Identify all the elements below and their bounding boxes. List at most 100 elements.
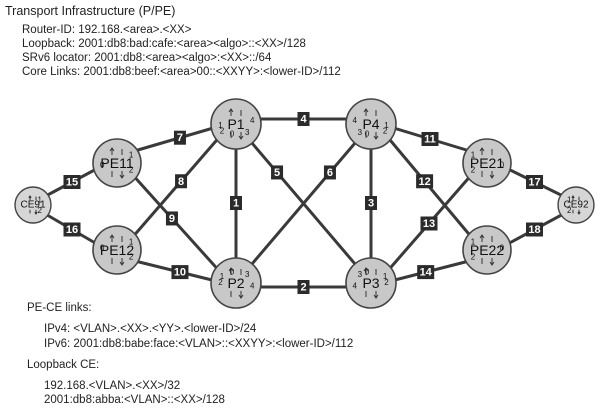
link-badge-12: 12: [416, 174, 434, 189]
port-label: 4: [353, 116, 358, 125]
router-id-text: Router-ID: 192.168.<area>.<XX>: [22, 24, 192, 36]
port-label: 1: [384, 121, 389, 130]
node-label: P2: [227, 275, 244, 291]
router-arrows-icon: [109, 234, 125, 266]
node-label: P4: [362, 116, 379, 132]
link-badge-9: 9: [165, 211, 178, 226]
link-number: 2: [300, 282, 306, 294]
link-number: 16: [66, 224, 78, 236]
port-label: 4: [353, 281, 358, 290]
core-links-text: Core Links: 2001:db8:beef:<area>00::<XXY…: [22, 66, 341, 78]
link-6: [244, 134, 363, 273]
node-label: PE21: [470, 155, 504, 171]
router-arrows-icon: [228, 108, 244, 140]
port-label: 3: [245, 128, 250, 137]
link-number: 15: [66, 177, 78, 189]
link-badge-1: 1: [230, 196, 242, 210]
link-badge-5: 5: [271, 165, 284, 180]
node-label: P3: [362, 275, 379, 291]
link-number: 14: [420, 267, 433, 279]
link-badge-11: 11: [421, 132, 439, 146]
router-arrows-icon: [363, 267, 379, 299]
router-arrows-icon: [228, 267, 244, 299]
link-badge-8: 8: [175, 174, 188, 189]
loopback-ce-title: Loopback CE:: [27, 359, 100, 371]
node-label: CE92: [563, 200, 588, 211]
port-label: 3: [358, 270, 363, 279]
port-label: 2: [38, 206, 43, 215]
port-label: 0: [100, 161, 105, 170]
link-number: 6: [327, 167, 333, 179]
port-label: 1: [129, 238, 134, 247]
router-arrows-icon: [28, 195, 38, 215]
link-badge-16: 16: [63, 222, 81, 237]
port-label: 1: [471, 238, 476, 247]
node-label: CE91: [20, 200, 45, 211]
link-badge-17: 17: [526, 175, 543, 189]
port-label: 2: [218, 278, 223, 287]
link-number: 4: [300, 114, 307, 126]
router-arrows-icon: [479, 147, 495, 179]
port-label: 2: [129, 253, 134, 262]
port-label: 2: [471, 253, 476, 262]
port-label: 1: [218, 121, 223, 130]
srv6-locator-text: SRv6 locator: 2001:db8:<area><algo>:<XX>…: [22, 52, 272, 64]
port-label: 2: [567, 206, 572, 215]
link-number: 3: [368, 198, 374, 210]
diagram-title: Transport Infrastructure (P/PE): [5, 4, 176, 18]
router-arrows-icon: [479, 234, 495, 266]
port-label: 1: [383, 272, 388, 281]
link-badge-2: 2: [297, 280, 310, 294]
port-label: 0: [500, 243, 505, 252]
port-label: 0: [230, 130, 235, 139]
node-label: PE12: [100, 242, 134, 258]
router-arrows-icon: [571, 195, 581, 215]
loopback-ce-ipv6-text: 2001:db8:abba:<VLAN>::<XX>/128: [44, 394, 225, 406]
link-number: 9: [169, 213, 175, 225]
loopback-text: Loopback: 2001:db8:bad:cafe:<area><algo>…: [22, 38, 306, 50]
port-label: 3: [245, 270, 250, 279]
router-arrows-icon: [109, 147, 125, 179]
link-number: 18: [528, 224, 540, 236]
link-number: 8: [178, 176, 184, 188]
port-label: 1: [471, 151, 476, 160]
link-badge-6: 6: [323, 165, 336, 180]
link-badge-13: 13: [420, 216, 438, 231]
link-badge-7: 7: [173, 130, 186, 145]
loopback-ce-ipv4-text: 192.168.<VLAN>.<XX>/32: [44, 380, 181, 392]
link-number: 11: [424, 134, 436, 146]
node-label: PE22: [470, 242, 504, 258]
port-label: 0: [365, 268, 370, 277]
port-label: 0: [500, 161, 505, 170]
port-label: 0: [100, 243, 105, 252]
link-badge-4: 4: [297, 112, 310, 126]
node-label: P1: [227, 116, 244, 132]
port-label: 2: [220, 127, 225, 136]
link-number: 12: [418, 176, 430, 188]
link-number: 13: [423, 218, 435, 230]
link-badge-3: 3: [365, 196, 377, 210]
pe-ce-links-title: PE-CE links:: [27, 302, 92, 314]
port-label: 4: [250, 281, 255, 290]
port-label: 1: [129, 151, 134, 160]
link-badge-10: 10: [171, 265, 189, 280]
pe-ce-ipv6-text: IPv6: 2001:db8:babe:face:<VLAN>::<XXYY>:…: [44, 338, 354, 350]
port-label: 1: [567, 195, 572, 204]
node-label: PE11: [100, 155, 133, 171]
port-label: 4: [250, 116, 255, 125]
link-number: 7: [177, 132, 183, 144]
port-label: 1: [220, 272, 225, 281]
link-number: 5: [274, 167, 280, 179]
